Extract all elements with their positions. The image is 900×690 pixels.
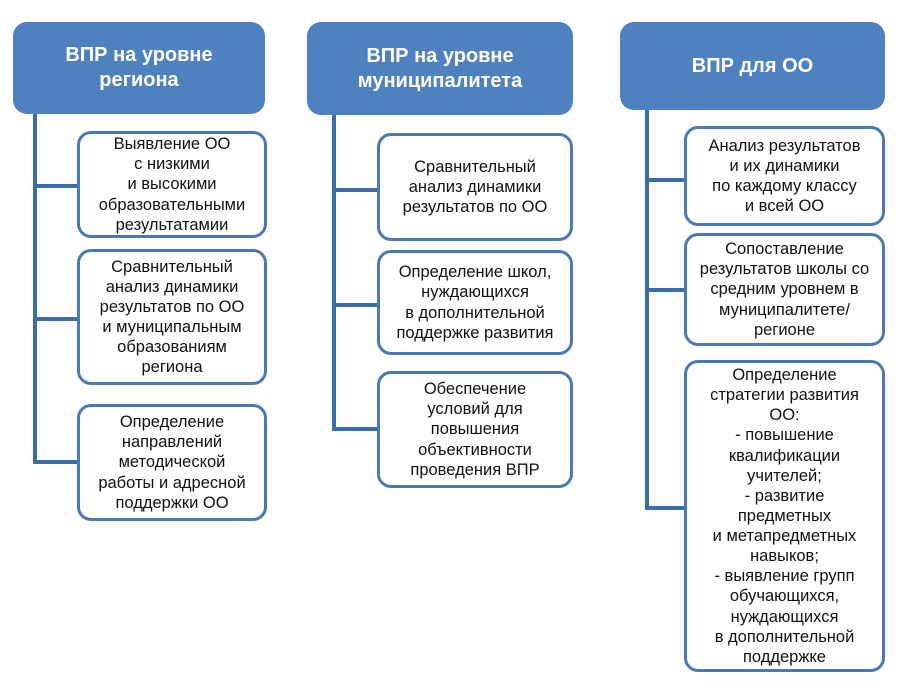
connector-stub-school-3 (645, 506, 687, 510)
connector-trunk-municipality (332, 115, 336, 430)
connector-stub-region-3 (33, 460, 80, 464)
node-box-school-1[interactable]: Анализ результатов и их динамики по кажд… (684, 126, 885, 226)
node-box-region-2[interactable]: Сравнительный анализ динамики результато… (77, 249, 267, 385)
header-box-municipality[interactable]: ВПР на уровне муниципалитета (307, 22, 573, 115)
node-box-municipality-1[interactable]: Сравнительный анализ динамики результато… (377, 133, 573, 241)
connector-trunk-school (645, 110, 649, 510)
connector-stub-municipality-3 (332, 427, 380, 431)
connector-stub-region-2 (33, 317, 80, 321)
header-box-school[interactable]: ВПР для ОО (620, 22, 885, 110)
node-box-school-2[interactable]: Сопоставление результатов школы со средн… (684, 233, 885, 346)
connector-stub-region-1 (33, 184, 80, 188)
node-box-municipality-2[interactable]: Определение школ, нуждающихся в дополнит… (377, 250, 573, 355)
connector-trunk-region (33, 114, 37, 464)
connector-stub-school-1 (645, 178, 687, 182)
node-box-region-1[interactable]: Выявление ОО с низкими и высокими образо… (77, 131, 267, 238)
connector-stub-school-2 (645, 288, 687, 292)
node-box-municipality-3[interactable]: Обеспечение условий для повышения объект… (377, 371, 573, 488)
connector-stub-municipality-2 (332, 303, 380, 307)
node-box-school-3[interactable]: Определение стратегии развития ОО: - пов… (684, 360, 885, 672)
node-box-region-3[interactable]: Определение направлений методической раб… (77, 404, 267, 521)
connector-stub-municipality-1 (332, 188, 380, 192)
header-box-region[interactable]: ВПР на уровне региона (13, 22, 265, 114)
